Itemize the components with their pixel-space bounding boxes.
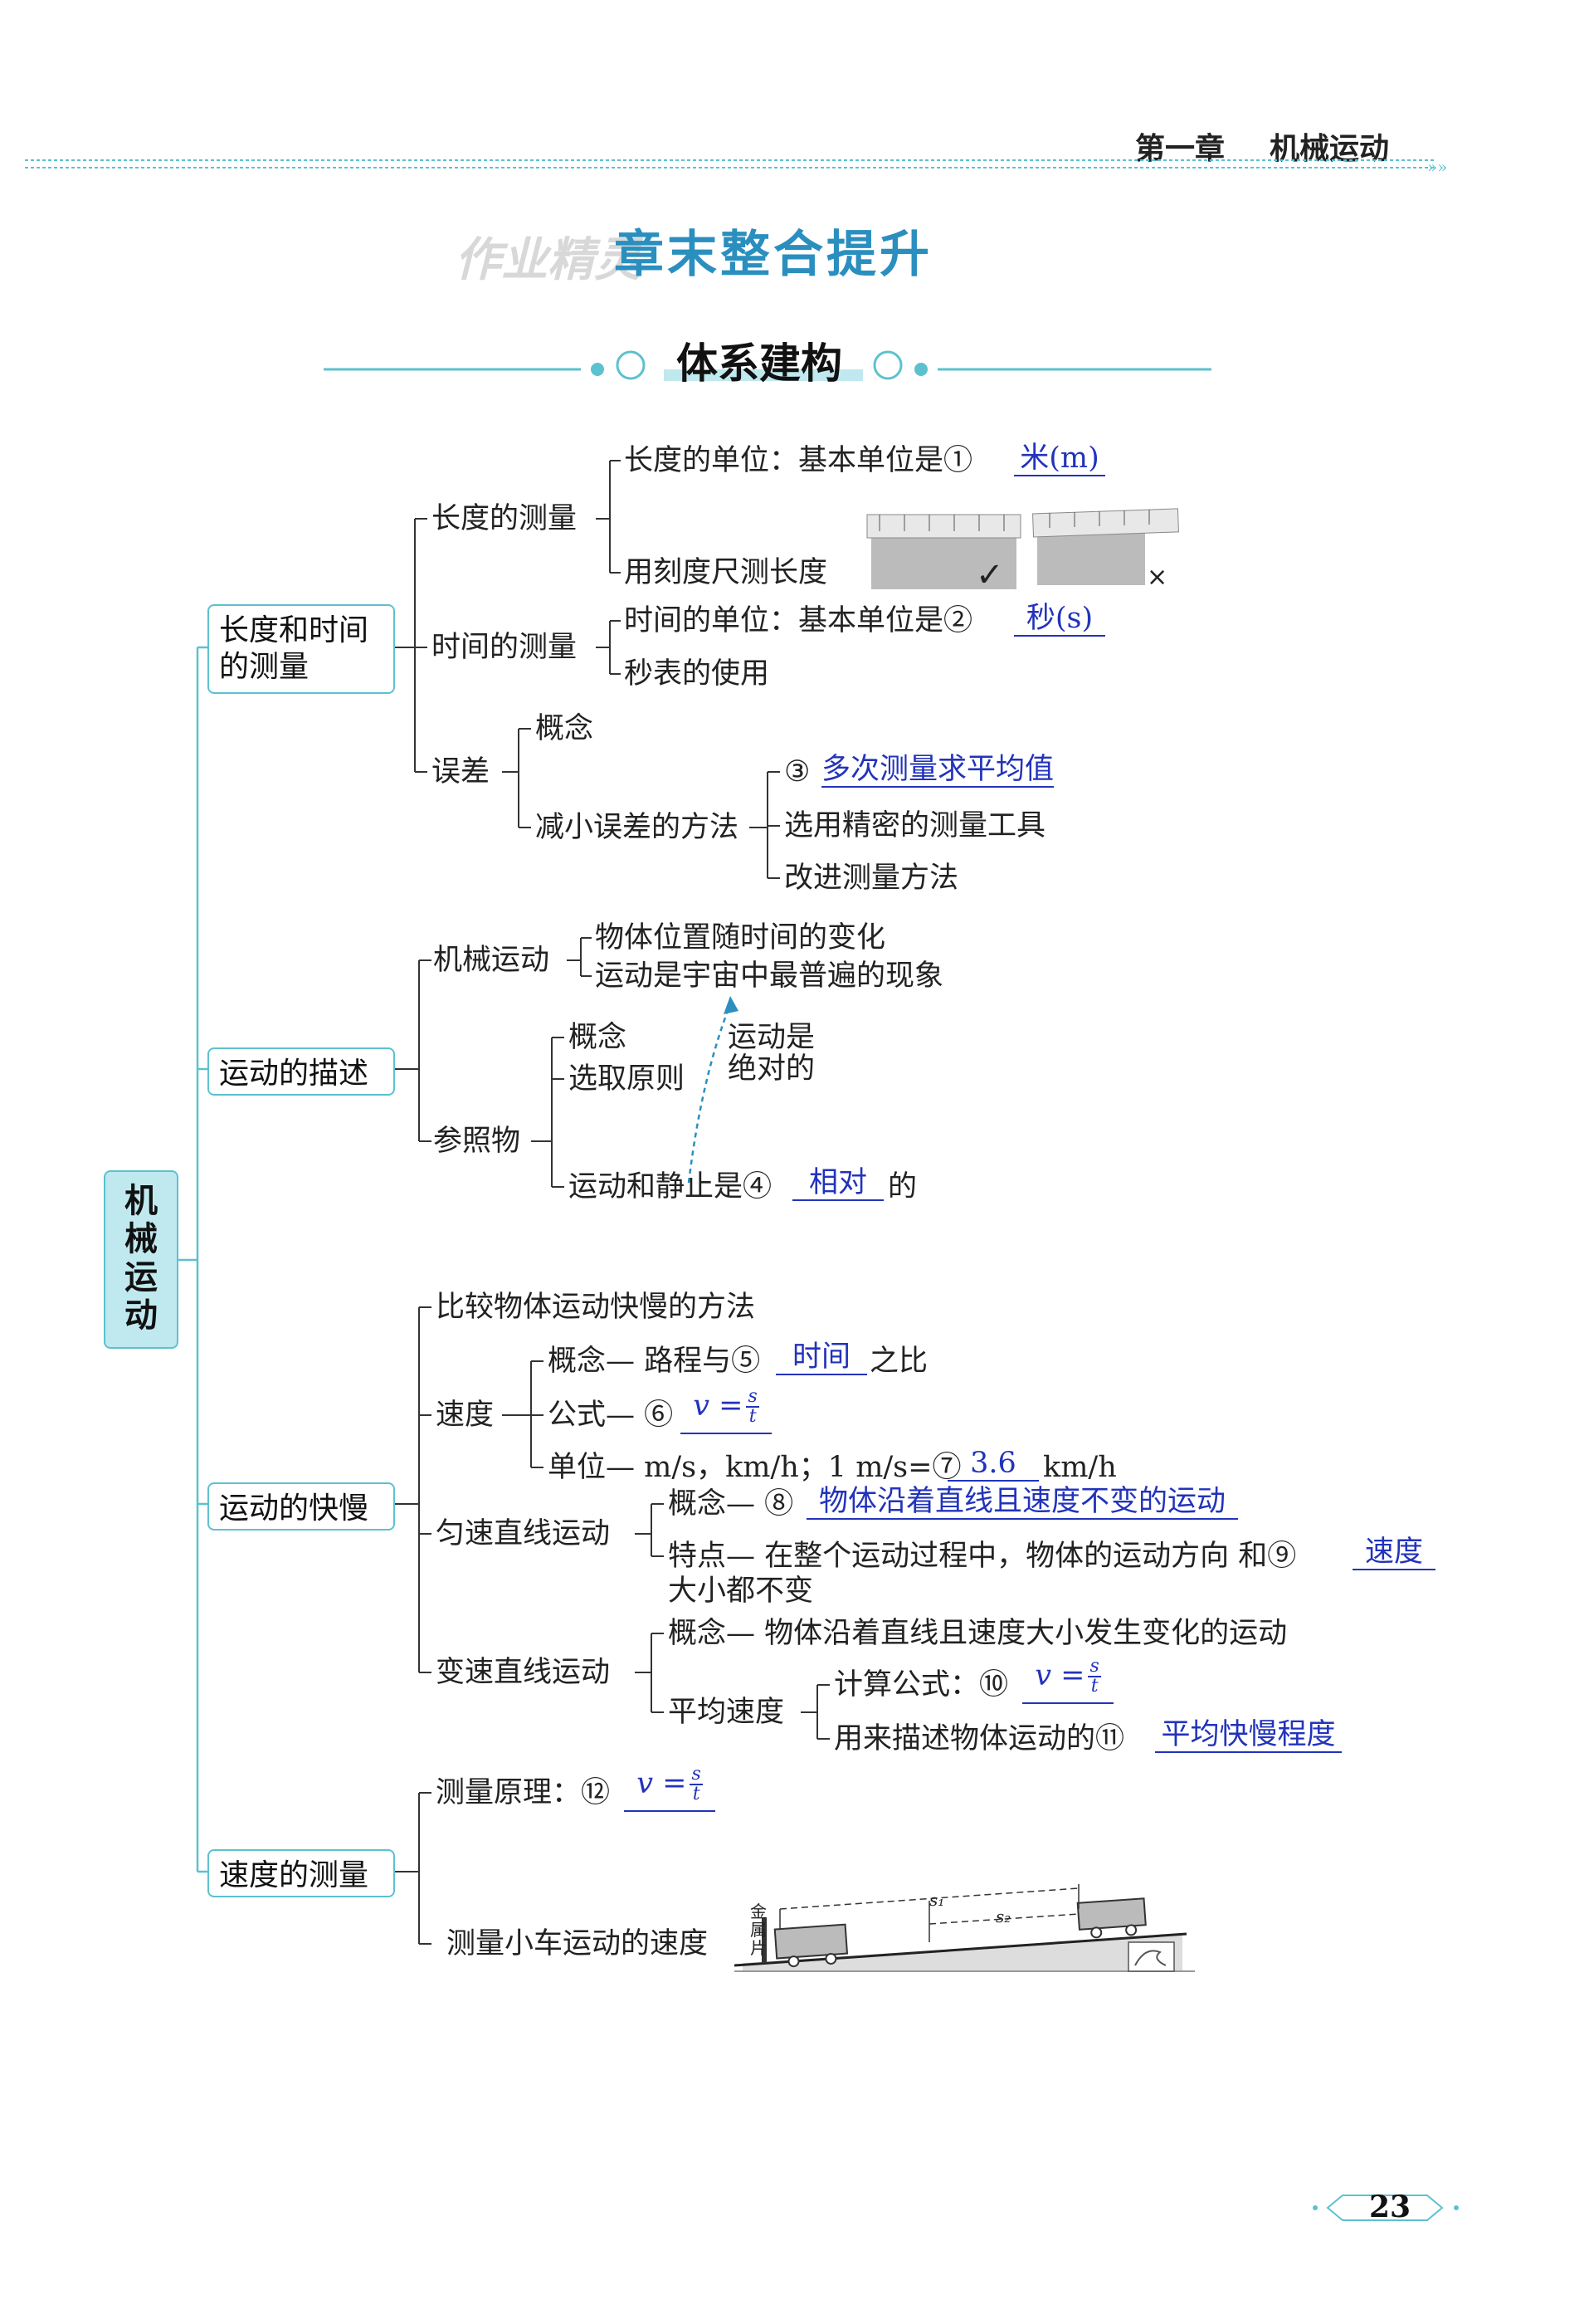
formula-numerator: s	[690, 1764, 703, 1785]
uniform-feature-prefix: 特点— 在整个运动过程中，物体的运动方向 和⑨	[668, 1540, 1297, 1573]
formula-v: v =	[693, 1389, 743, 1423]
formula-denominator: t	[1090, 1676, 1099, 1697]
uniform-concept-prefix: 概念— ⑧	[668, 1487, 794, 1521]
mechanical-motion: 机械运动	[433, 944, 550, 977]
root-char: 运	[124, 1258, 158, 1296]
uniform-feature-answer: 速度	[1353, 1536, 1435, 1570]
measure-principle-prefix: 测量原理：⑫	[436, 1776, 611, 1809]
speed-concept-suffix: 之比	[870, 1345, 929, 1378]
time-label: 时间的测量	[431, 631, 578, 664]
error-method-3: 改进测量方法	[784, 862, 959, 895]
mechanical-motion-def: 物体位置随时间的变化	[595, 921, 886, 954]
section-title: 体系建构	[676, 339, 842, 388]
root-char: 机	[124, 1182, 158, 1220]
speed-label: 速度	[436, 1399, 495, 1432]
watermark: 作业精灵	[455, 233, 641, 287]
reference-concept: 概念	[568, 1021, 627, 1054]
uniform-motion: 匀速直线运动	[436, 1517, 611, 1550]
formula-v: v =	[636, 1766, 687, 1800]
speed-formula-prefix: 公式— ⑥	[548, 1399, 674, 1432]
variable-concept: 概念— 物体沿着直线且速度大小发生变化的运动	[668, 1617, 1288, 1650]
speed-unit-prefix: 单位— m/s，km/h；1 m/s=⑦	[548, 1451, 962, 1484]
length-label: 长度的测量	[431, 502, 578, 535]
mechanical-motion-universal: 运动是宇宙中最普遍的现象	[595, 959, 944, 993]
motion-absolute-1: 运动是	[728, 1021, 816, 1054]
speed-concept-answer: 时间	[776, 1340, 867, 1375]
compare-methods: 比较物体运动快慢的方法	[436, 1291, 756, 1324]
branch-speed: 运动的快慢	[207, 1482, 395, 1531]
error-label: 误差	[431, 755, 490, 788]
s1-label: s₁	[929, 1890, 945, 1910]
formula-denominator: t	[692, 1784, 700, 1804]
speed-concept-prefix: 概念— 路程与⑤	[548, 1345, 761, 1378]
variable-motion: 变速直线运动	[436, 1656, 611, 1689]
reference-object: 参照物	[433, 1125, 521, 1158]
uniform-feature-line2: 大小都不变	[668, 1575, 814, 1608]
root-char: 械	[124, 1220, 158, 1258]
ruler-label: 用刻度尺测长度	[624, 556, 828, 589]
motion-absolute-2: 绝对的	[728, 1052, 816, 1086]
check-icon: ✓	[976, 556, 1004, 594]
motion-relative-suffix: 的	[888, 1170, 918, 1204]
branch-length-time: 长度和时间的测量	[207, 604, 395, 694]
branch-speed-measure: 速度的测量	[207, 1849, 395, 1897]
avg-desc-prefix: 用来描述物体运动的⑪	[834, 1722, 1125, 1755]
formula-v: v =	[1035, 1658, 1085, 1692]
page-title: 章末整合提升	[614, 226, 933, 284]
uniform-concept-answer: 物体沿着直线且速度不变的运动	[807, 1485, 1238, 1520]
svg-text:»»: »»	[1427, 157, 1447, 177]
metal-plate-label: 金属片	[750, 1902, 767, 1958]
error-method-2: 选用精密的测量工具	[784, 809, 1046, 842]
length-unit-answer: 米(m)	[1014, 442, 1105, 476]
reference-principle: 选取原则	[568, 1062, 685, 1096]
length-unit: 长度的单位：基本单位是①	[624, 444, 973, 477]
error-method-1-answer: 多次测量求平均值	[821, 753, 1055, 788]
formula-denominator: t	[748, 1406, 757, 1427]
formula-numerator: s	[1088, 1656, 1101, 1677]
formula-numerator: s	[746, 1386, 759, 1408]
cross-icon: ×	[1147, 563, 1168, 592]
time-unit: 时间的单位：基本单位是②	[624, 604, 973, 637]
average-speed: 平均速度	[668, 1696, 785, 1729]
motion-relative-answer: 相对	[792, 1166, 884, 1201]
avg-calc-prefix: 计算公式：⑩	[834, 1668, 1009, 1702]
stopwatch-label: 秒表的使用	[624, 657, 770, 691]
avg-desc-answer: 平均快慢程度	[1155, 1718, 1342, 1753]
speed-unit-answer: 3.6	[948, 1447, 1039, 1482]
s2-label: s₂	[996, 1907, 1011, 1926]
error-concept: 概念	[535, 712, 594, 745]
branch-motion-description: 运动的描述	[207, 1047, 395, 1096]
error-method-1-prefix: ③	[784, 755, 811, 788]
error-reduce: 减小误差的方法	[535, 811, 739, 844]
speed-unit-suffix: km/h	[1043, 1451, 1117, 1484]
measure-car: 测量小车运动的速度	[446, 1927, 709, 1960]
page-number: 23	[1369, 2190, 1411, 2224]
root-char: 动	[124, 1296, 158, 1335]
root-node: 机 械 运 动	[104, 1170, 178, 1349]
time-unit-answer: 秒(s)	[1014, 602, 1105, 637]
motion-relative-prefix: 运动和静止是④	[568, 1170, 773, 1204]
